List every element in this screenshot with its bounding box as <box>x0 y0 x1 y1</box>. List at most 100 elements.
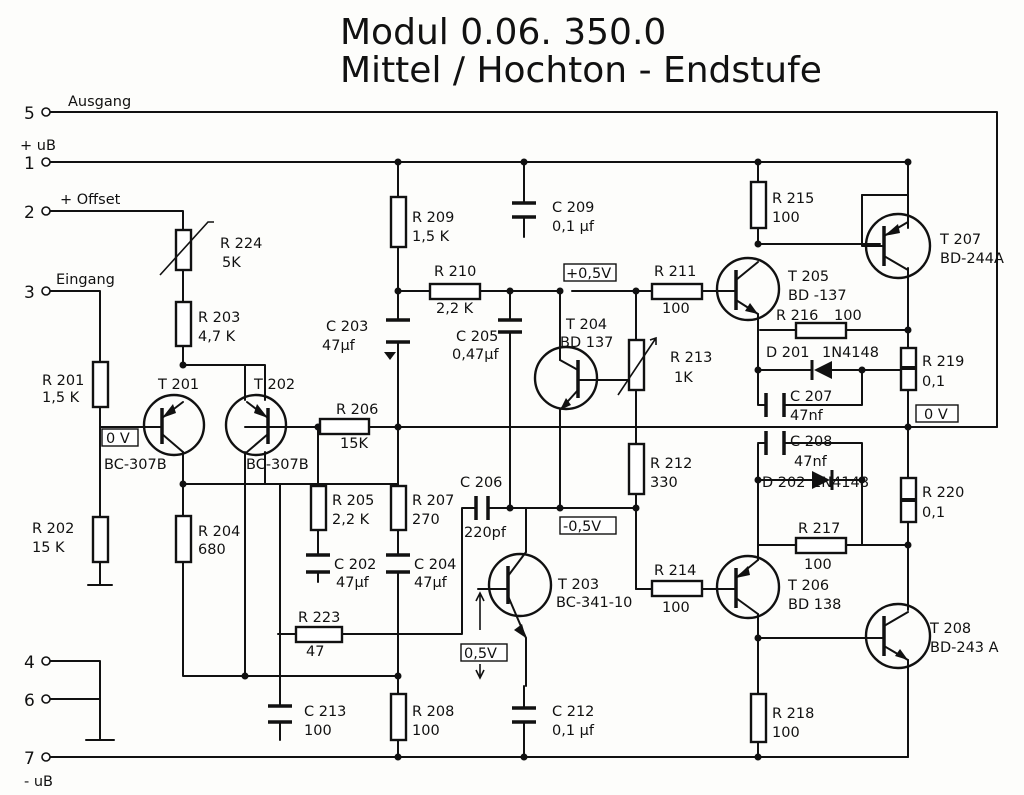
c204-value: 47µf <box>414 575 448 591</box>
r211-body <box>650 282 704 301</box>
pin-3-label: Eingang <box>56 272 115 288</box>
t202-symbol <box>224 393 288 457</box>
t201-symbol <box>142 393 206 457</box>
t208-type: BD-243 A <box>930 640 999 656</box>
t203-symbol <box>477 551 553 639</box>
c202-value: 47µf <box>336 575 370 591</box>
r211-ref: R 211 <box>654 264 696 280</box>
c203-ref: C 203 <box>326 319 368 335</box>
pin-2-number: 2 <box>24 203 35 223</box>
terminal-5[interactable] <box>41 107 51 117</box>
t203-type: BC-341-10 <box>556 595 632 611</box>
r203-body <box>174 300 193 348</box>
r208-value: 100 <box>412 723 440 739</box>
c212-value: 0,1 µf <box>552 723 595 739</box>
c213-ref: C 213 <box>304 704 346 720</box>
r206-body <box>318 417 371 436</box>
r220-ref: R 220 <box>922 485 964 501</box>
r218-ref: R 218 <box>772 706 814 722</box>
t204-type: BD 137 <box>560 335 613 351</box>
c205-ref: C 205 <box>456 329 498 345</box>
title-line-1: Modul 0.06. 350.0 <box>340 12 666 53</box>
pin-5-number: 5 <box>24 104 35 124</box>
pin-1-label: + uB <box>20 138 56 154</box>
r215-body <box>749 180 768 230</box>
voltage-input: 0 V <box>106 431 130 447</box>
voltage-output: 0 V <box>924 407 948 423</box>
c203-value: 47µf <box>322 338 356 354</box>
t201-type: BC-307B <box>104 457 167 473</box>
r204-body <box>174 514 193 564</box>
r218-value: 100 <box>772 725 800 741</box>
r214-value: 100 <box>662 600 690 616</box>
resistors <box>91 180 918 744</box>
r208-ref: R 208 <box>412 704 454 720</box>
c212-ref: C 212 <box>552 704 594 720</box>
terminal-7[interactable] <box>41 752 51 762</box>
voltage-base: 0,5V <box>464 646 497 662</box>
t207-ref: T 207 <box>939 232 981 248</box>
r214-body <box>650 579 704 598</box>
r209-body <box>389 195 408 249</box>
r224-value: 5K <box>222 255 241 271</box>
c206-ref: C 206 <box>460 475 502 491</box>
terminal-4[interactable] <box>41 656 51 666</box>
r216-value: 100 <box>834 308 862 324</box>
c207-ref: C 207 <box>790 389 832 405</box>
d201-type: 1N4148 <box>822 345 879 361</box>
pin-7-number: 7 <box>24 749 35 769</box>
c209-value: 0,1 µf <box>552 219 595 235</box>
r214-ref: R 214 <box>654 563 696 579</box>
c209-ref: C 209 <box>552 200 594 216</box>
r217-ref: R 217 <box>798 521 840 537</box>
r217-body <box>794 536 848 555</box>
r223-ref: R 223 <box>298 610 340 626</box>
d202-ref: D 202 <box>762 475 805 491</box>
r203-value: 4,7 K <box>198 329 236 345</box>
terminal-6[interactable] <box>41 694 51 704</box>
r202-value: 15 K <box>32 540 65 556</box>
pin-5-label: Ausgang <box>68 94 131 110</box>
c208-value: 47nf <box>794 454 828 470</box>
d202-symbol <box>812 471 830 489</box>
r204-ref: R 204 <box>198 524 240 540</box>
r202-ref: R 202 <box>32 521 74 537</box>
c208-ref: C 208 <box>790 434 832 450</box>
r206-ref: R 206 <box>336 402 378 418</box>
pin-3-number: 3 <box>24 283 35 303</box>
capacitors <box>268 201 786 724</box>
d201-symbol <box>814 361 832 379</box>
pin-2-label: + Offset <box>60 192 121 208</box>
r223-value: 47 <box>306 644 324 660</box>
terminal-1[interactable] <box>41 157 51 167</box>
r202-body <box>91 515 110 564</box>
r206-value: 15K <box>340 436 368 452</box>
t203-ref: T 203 <box>557 577 599 593</box>
terminal-3[interactable] <box>41 286 51 296</box>
t205-ref: T 205 <box>787 269 829 285</box>
r212-value: 330 <box>650 475 678 491</box>
r224-ref: R 224 <box>220 236 262 252</box>
r217-value: 100 <box>804 557 832 573</box>
terminal-2[interactable] <box>41 206 51 216</box>
r201-value: 1,5 K <box>42 390 80 406</box>
c206-value: 220pf <box>464 525 507 541</box>
c202-ref: C 202 <box>334 557 376 573</box>
r204-value: 680 <box>198 542 226 558</box>
r212-ref: R 212 <box>650 456 692 472</box>
r209-ref: R 209 <box>412 210 454 226</box>
t208-symbol <box>864 602 932 670</box>
terminals: 5 Ausgang + uB 1 2 + Offset 3 Eingang 4 … <box>20 94 131 790</box>
title-line-2: Mittel / Hochton - Endstufe <box>340 50 822 91</box>
r212-body <box>627 442 646 496</box>
r201-body <box>91 360 110 409</box>
t202-type: BC-307B <box>246 457 309 473</box>
t201-ref: T 201 <box>157 377 199 393</box>
input-stage <box>87 161 998 758</box>
t204-ref: T 204 <box>565 317 607 333</box>
t206-type: BD 138 <box>788 597 841 613</box>
r213-value: 1K <box>674 370 693 386</box>
r209-value: 1,5 K <box>412 229 450 245</box>
